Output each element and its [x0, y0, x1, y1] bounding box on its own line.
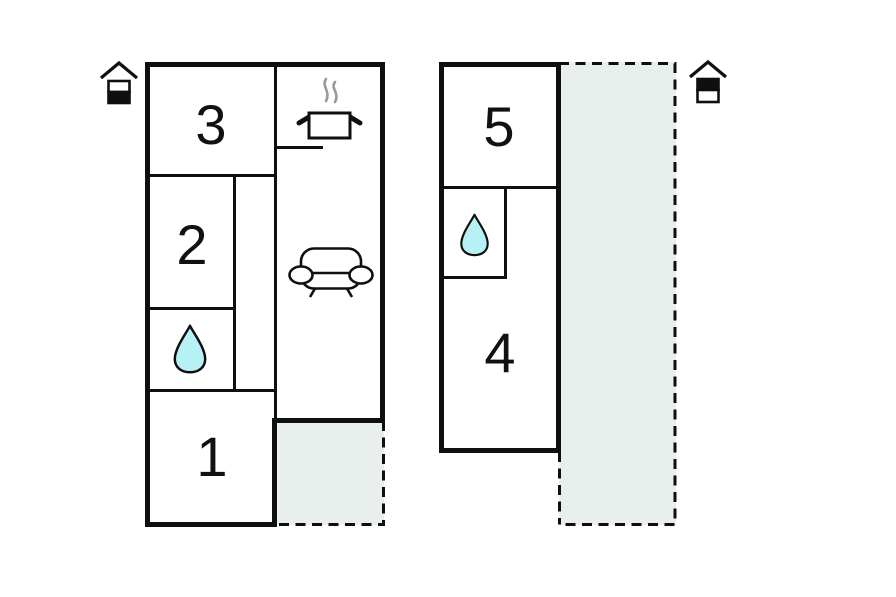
wall-segment	[275, 418, 385, 423]
wall-segment	[274, 62, 277, 422]
room-label-4: 4	[484, 321, 516, 384]
wall-segment	[145, 389, 275, 392]
wall-segment	[439, 448, 561, 453]
terrace-left-fill	[276, 421, 384, 525]
cooking-pot-steam-icon	[296, 77, 363, 140]
water-drop-icon	[460, 213, 489, 257]
house-upper-level-icon	[688, 59, 728, 104]
terrace-right-fill	[559, 62, 676, 525]
wall-segment	[272, 418, 277, 527]
wall-segment	[145, 174, 277, 177]
house-lower-level-icon	[99, 60, 139, 105]
wall-segment	[504, 186, 507, 279]
wall-segment	[233, 174, 236, 392]
wall-segment	[444, 276, 507, 279]
terrace-right-dashed-border	[559, 62, 677, 526]
water-drop-icon	[173, 324, 207, 374]
kitchen-counter-line	[277, 146, 323, 149]
wall-segment	[444, 186, 556, 189]
room-label-5: 5	[483, 95, 515, 158]
room-label-2: 2	[176, 213, 208, 276]
terrace-left-dashed-border	[276, 421, 385, 526]
wall-segment	[145, 62, 150, 527]
wall-segment	[380, 62, 385, 423]
wall-segment	[556, 62, 561, 453]
room-label-1: 1	[196, 425, 228, 488]
room-label-3: 3	[195, 93, 227, 156]
sofa-icon	[288, 247, 374, 298]
wall-segment	[439, 62, 444, 453]
wall-segment	[145, 62, 385, 67]
wall-segment	[145, 307, 236, 310]
wall-segment	[145, 522, 277, 527]
wall-segment	[439, 62, 561, 67]
